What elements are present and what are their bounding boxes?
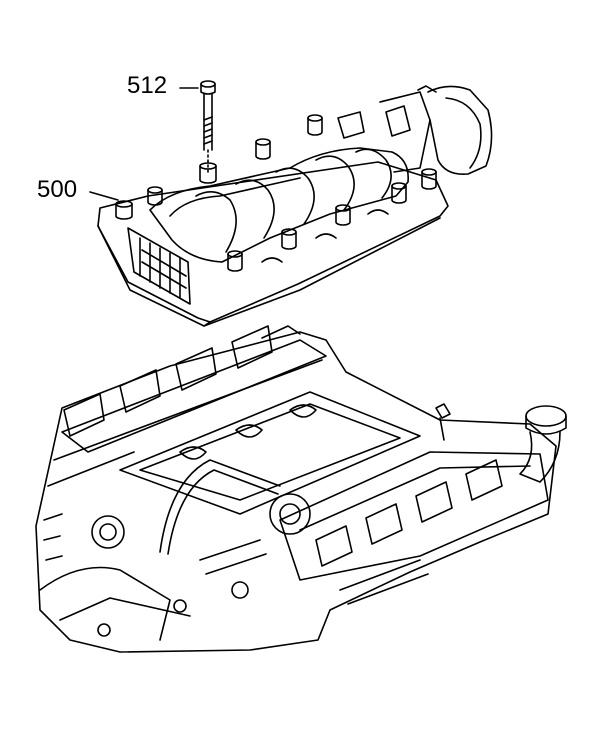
- right-ignition-coils: [315, 459, 503, 567]
- engine-block: [35, 325, 567, 653]
- intake-manifold-500: [97, 85, 493, 327]
- callout-512: 512: [127, 72, 168, 99]
- front-cover: [39, 493, 311, 641]
- manifold-bolt-bosses: [115, 114, 437, 272]
- leader-line-500: [89, 191, 119, 201]
- bolt-512: [200, 80, 216, 173]
- throttle-body: [337, 85, 493, 176]
- leader-lines: [89, 87, 199, 201]
- left-ignition-coils: [63, 325, 301, 437]
- oil-fill-cap: [519, 405, 567, 483]
- callout-500: 500: [37, 176, 78, 203]
